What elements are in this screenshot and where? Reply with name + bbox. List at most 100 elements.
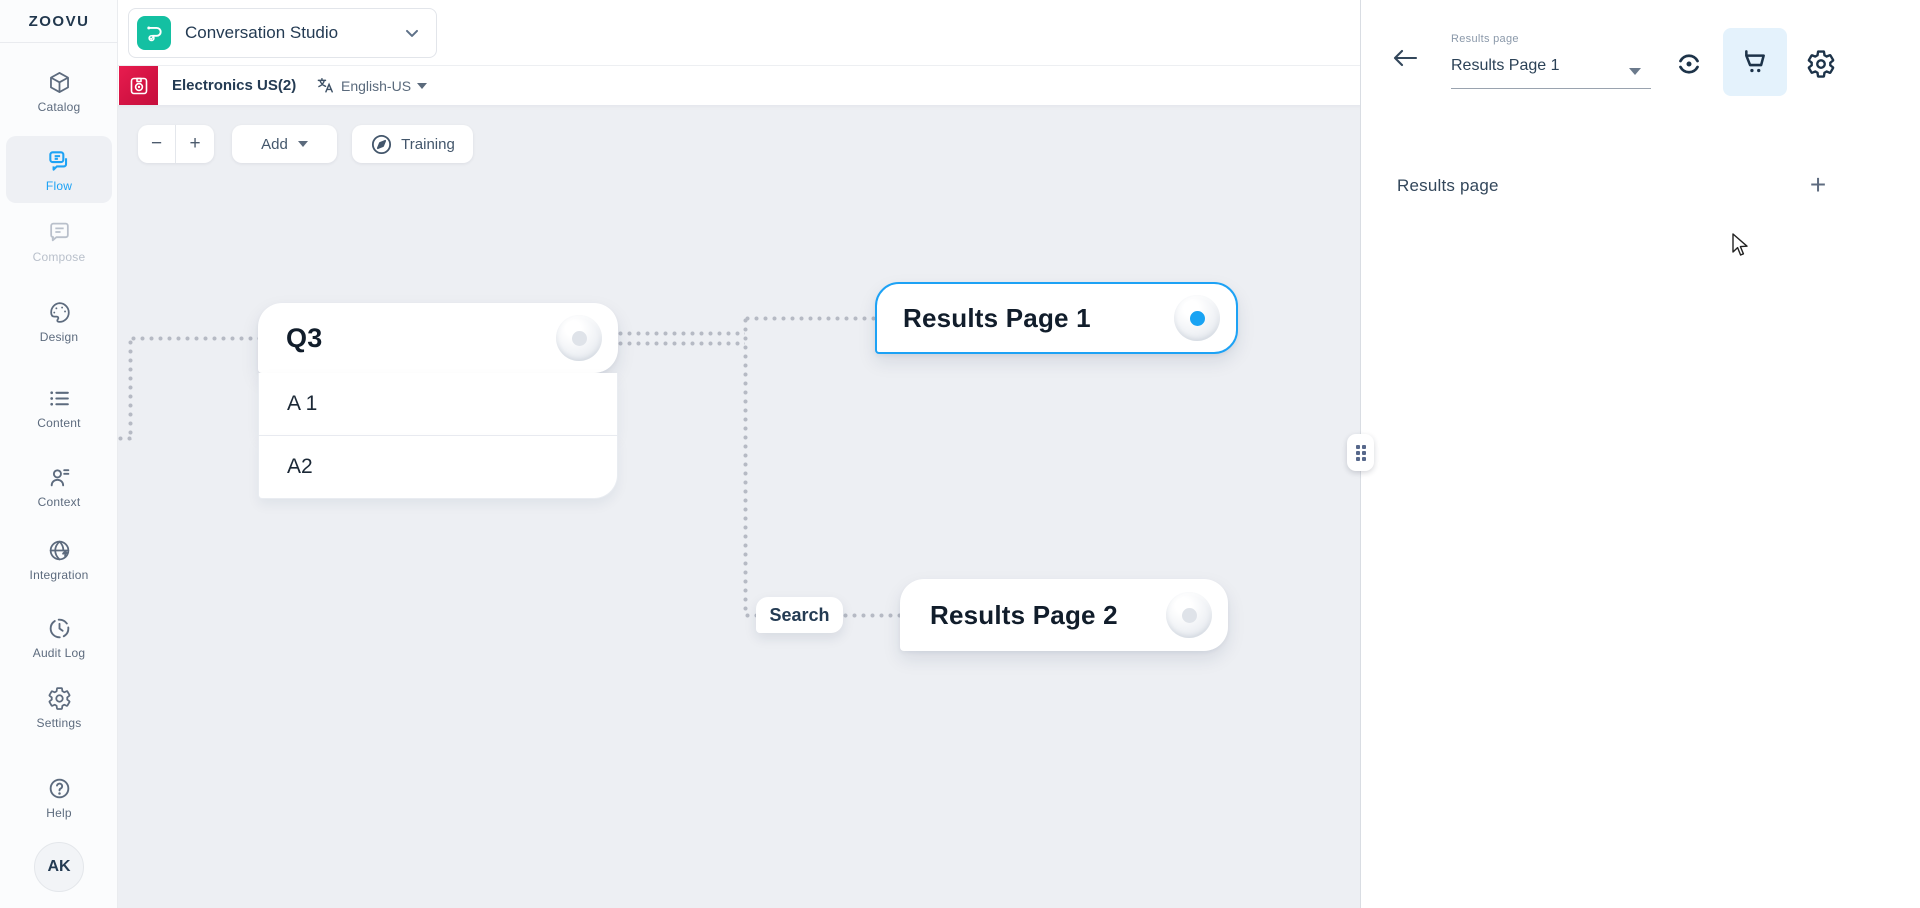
top-bar: Conversation Studio [118,0,1360,66]
sidebar-item-help[interactable]: Help [6,776,112,820]
sidebar-item-audit-log[interactable]: Audit Log [6,616,112,660]
connector-search-to-results2 [843,613,900,618]
chevron-down-icon [406,29,418,37]
search-node[interactable]: Search [756,597,843,633]
answer-label: A2 [287,455,313,478]
mouse-cursor [1732,233,1754,262]
results-node-title: Results Page 1 [903,302,1091,333]
cube-icon [49,72,69,93]
assistant-name: Electronics US(2) [172,77,297,94]
node-gauge-icon [556,315,602,361]
sidebar-item-settings[interactable]: Settings [6,686,112,730]
sidebar-item-compose[interactable]: Compose [6,220,112,264]
caret-down-icon [297,141,308,147]
node-gauge-icon [1166,592,1212,638]
zoom-out-glyph: − [150,133,163,154]
answer-label: A 1 [287,392,318,415]
sidebar-item-label: Catalog [37,100,81,114]
sidebar-item-flow[interactable]: Flow [6,136,112,203]
gear-icon [1807,50,1835,78]
message-icon [49,222,69,242]
zoom-in-glyph: + [189,133,201,154]
connector-to-results1 [745,316,875,321]
sidebar-item-label: Flow [45,179,73,193]
chat-bubbles-icon [49,151,68,171]
sidebar-item-content[interactable]: Content [6,386,112,430]
sidebar: ZOOVU Catalog Flow Compose Design Conten… [0,0,118,908]
avatar[interactable]: AK [34,842,84,892]
connector-answer1-out [618,331,745,336]
connector-to-search [745,613,759,618]
results-page-1-node[interactable]: Results Page 1 [875,282,1238,354]
gear-icon [48,687,70,710]
help-icon [49,778,69,799]
answer-row[interactable]: A 1 [258,373,618,436]
cart-tab-button[interactable] [1723,28,1787,96]
question-node-title: Q3 [286,322,323,353]
language-label: English-US [341,77,412,94]
grip-dots-icon [1355,444,1366,461]
add-results-page-button[interactable]: + [1801,168,1835,202]
back-button[interactable] [1391,46,1423,74]
zoom-control: − + [138,125,214,163]
assistant-bar: Electronics US(2) English-US [118,66,1360,105]
sidebar-item-label: Settings [36,716,82,730]
panel-resize-handle[interactable] [1347,434,1374,471]
translate-icon [317,78,333,93]
results-page-2-node[interactable]: Results Page 2 [900,579,1228,651]
list-icon [49,391,69,406]
plus-icon: + [1809,169,1827,200]
training-button[interactable]: Training [352,125,473,163]
sidebar-item-catalog[interactable]: Catalog [6,70,112,114]
results-node-title: Results Page 2 [930,599,1118,630]
connector-into-question [131,336,258,341]
sidebar-item-label: Context [37,495,81,509]
sidebar-item-label: Integration [29,568,89,582]
connector-answer2-out [618,341,745,346]
user-attributes-icon [50,469,69,487]
settings-tab-button[interactable] [1799,42,1843,86]
app-switcher-label: Conversation Studio [185,23,339,42]
caret-down-icon[interactable] [1629,68,1641,75]
sidebar-item-label: Help [46,806,72,820]
avatar-initials: AK [47,858,71,875]
question-node[interactable]: Q3 [258,303,618,373]
node-gauge-icon [1174,295,1220,341]
add-button-label: Add [261,135,288,153]
add-node-button[interactable]: Add [232,125,337,163]
palette-icon [49,302,70,323]
conversation-studio-icon [137,16,171,50]
page-select-label: Results page [1451,33,1519,45]
select-underline [1451,88,1651,89]
arrow-left-icon [1393,49,1418,67]
sidebar-item-label: Content [37,416,81,430]
globe-upload-icon [49,540,69,561]
sidebar-item-design[interactable]: Design [6,300,112,344]
compass-icon [372,134,392,154]
sidebar-item-label: Audit Log [32,646,86,660]
zoom-out-button[interactable]: − [138,125,176,163]
caret-down-icon [417,82,428,89]
assistant-app-icon[interactable] [119,66,158,105]
filter-tab-button[interactable] [1667,42,1711,86]
connector-left-vertical [128,340,133,440]
sidebar-item-context[interactable]: Context [6,465,112,509]
zoovu-logo: ZOOVU [0,0,118,43]
sidebar-item-label: Compose [32,250,86,264]
page-select-value[interactable]: Results Page 1 [1451,57,1560,74]
zoom-in-button[interactable]: + [176,125,214,163]
app-switcher-dropdown[interactable]: Conversation Studio [128,8,437,58]
sidebar-item-integration[interactable]: Integration [6,538,112,582]
answer-row[interactable]: A2 [258,436,618,499]
search-node-label: Search [769,604,830,625]
zoovu-logo-text: ZOOVU [28,12,90,30]
language-selector[interactable]: English-US [316,76,428,95]
history-clock-icon [49,618,69,639]
filter-icon [1679,54,1699,74]
connector-left-stub [118,436,132,441]
flow-canvas[interactable]: − + Add Training Q3 A 1 A2 [118,105,1360,908]
cart-icon [1745,50,1765,73]
properties-panel: Results page Results Page 1 Results page… [1361,0,1920,908]
sidebar-item-label: Design [39,330,79,344]
